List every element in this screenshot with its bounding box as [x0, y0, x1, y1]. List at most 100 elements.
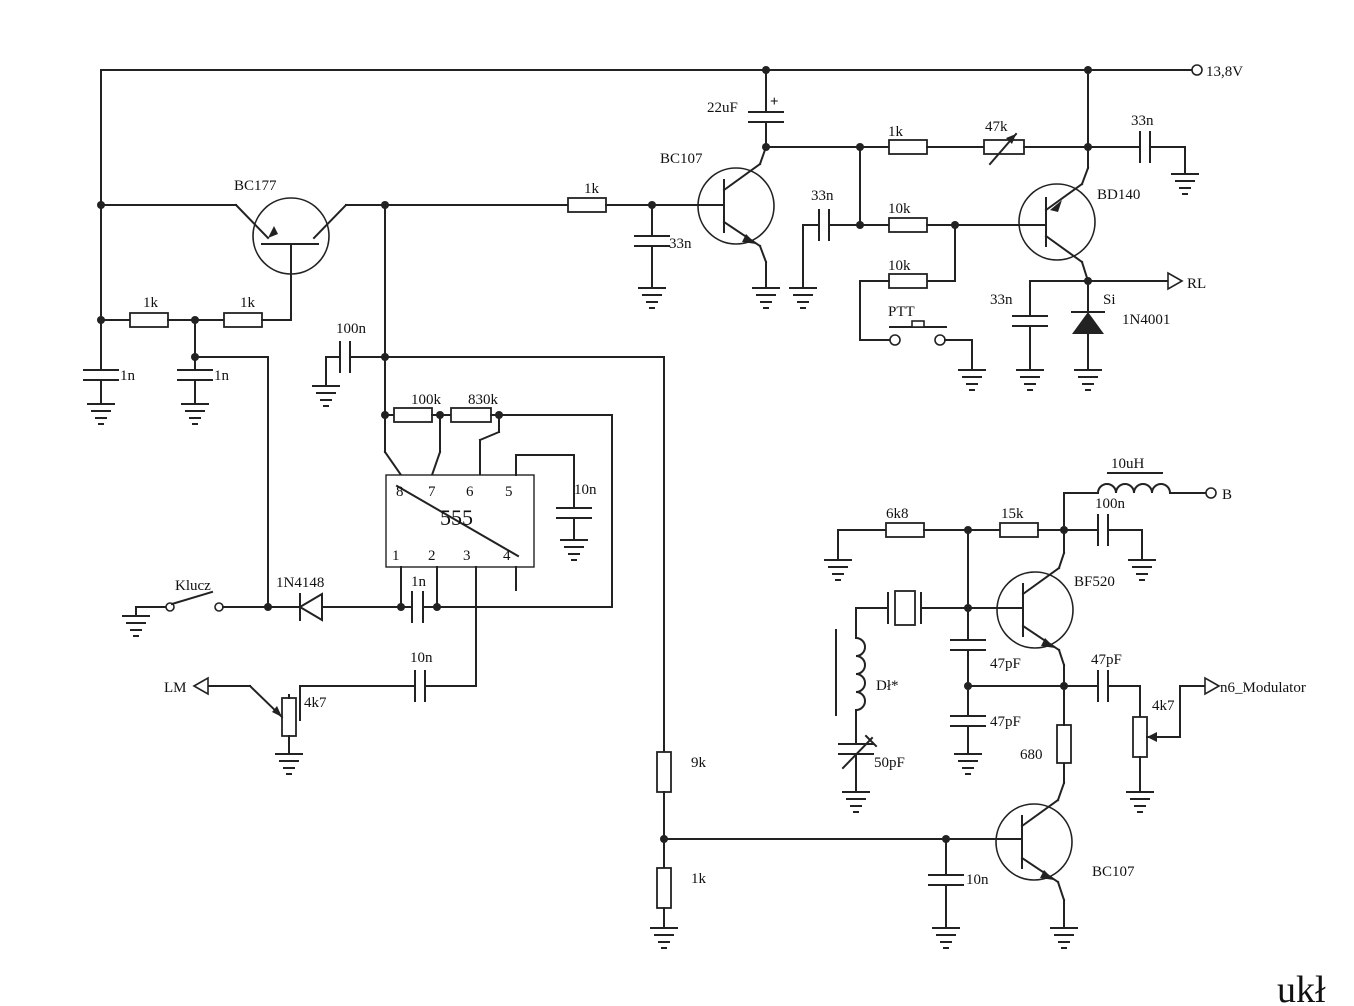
resistor-1k-bc107-in: [567, 197, 607, 213]
ground-icon: [560, 539, 588, 561]
ic-pin-7: 7: [428, 484, 436, 500]
transistor-bd140: BD140: [1018, 182, 1140, 264]
label-pot-mod: 4k7: [1152, 698, 1175, 714]
ground-icon: [638, 287, 666, 309]
label-r-6k8: 6k8: [886, 506, 909, 522]
ground-icon: [932, 927, 960, 949]
ic-pin-8: 8: [396, 484, 404, 500]
transistor-bc107-bottom: BC107: [995, 798, 1135, 884]
ic-pin-3: 3: [463, 548, 471, 564]
label-c-33n-mid: 33n: [811, 188, 834, 204]
label-bf520: BF520: [1074, 574, 1115, 590]
label-klucz: Klucz: [175, 578, 211, 594]
ic-pin-6: 6: [466, 484, 474, 500]
label-r-10k-b: 10k: [888, 258, 911, 274]
label-r-830k: 830k: [468, 392, 499, 408]
label-lm: LM: [164, 680, 187, 696]
switch-klucz: Klucz: [135, 578, 224, 612]
label-c-47pf-b: 47pF: [990, 714, 1021, 730]
resistor-10k-b: [888, 273, 928, 289]
ic-pin-2: 2: [428, 548, 436, 564]
label-si: Si: [1103, 292, 1116, 308]
resistor-9k: [656, 751, 672, 793]
transistor-bc177: BC177: [100, 178, 348, 321]
resistor-100k: [393, 407, 433, 423]
corner-text: ukł: [1277, 969, 1326, 1006]
ground-icon: [1016, 369, 1044, 391]
label-r-bias-right: 1k: [240, 295, 256, 311]
potentiometer-4k7-lm: 4k7: [281, 694, 327, 753]
resistor-10k-a: [888, 217, 928, 233]
transistor-bf520: BF520: [996, 566, 1115, 652]
ground-icon: [87, 403, 115, 425]
supply-rail: 13,8V: [100, 64, 1243, 80]
label-r-15k: 15k: [1001, 506, 1024, 522]
resistor-1k-bottom: [656, 867, 672, 909]
bc107-driver-section: 1k 33n BC107 + 22uF: [567, 69, 890, 309]
ground-icon: [1050, 927, 1078, 949]
label-bc107-bottom: BC107: [1092, 864, 1135, 880]
potentiometer-47k: 47k: [983, 119, 1025, 166]
ground-icon: [842, 791, 870, 813]
label-c-33n-rl: 33n: [990, 292, 1013, 308]
label-ptt: PTT: [888, 304, 915, 320]
ground-icon: [312, 385, 340, 407]
label-1n4001: 1N4001: [1122, 312, 1170, 328]
label-ind-10uh: 10uH: [1111, 456, 1145, 472]
ic-pin-5: 5: [505, 484, 513, 500]
resistor-830k: [450, 407, 492, 423]
resistor-1k-bias-left: [129, 312, 169, 328]
label-c-100n-b: 100n: [1095, 496, 1126, 512]
resistor-15k: [999, 522, 1039, 538]
label-c-left-2: 1n: [214, 368, 230, 384]
label-r-bc177-in: 1k: [584, 181, 600, 197]
label-r-1k-top: 1k: [888, 124, 904, 140]
label-rl: RL: [1187, 276, 1206, 292]
ground-icon: [1074, 369, 1102, 391]
ground-icon: [824, 559, 852, 581]
ground-icon: [650, 927, 678, 949]
label-c-50pf: 50pF: [874, 755, 905, 771]
resistor-1k-top: [888, 139, 928, 155]
label-r-10k-a: 10k: [888, 201, 911, 217]
ground-icon: [122, 615, 150, 637]
coil-dl: Dł*: [835, 629, 899, 716]
diode-1n4148: 1N4148: [276, 575, 324, 622]
switch-ptt: PTT: [888, 304, 947, 346]
label-b: B: [1222, 487, 1232, 503]
ground-icon: [181, 403, 209, 425]
ic-pin-1: 1: [392, 548, 400, 564]
label-1n4148: 1N4148: [276, 575, 324, 591]
label-c-33n-bc107: 33n: [669, 236, 692, 252]
crystal-icon: [887, 590, 922, 626]
resistor-680: [1056, 724, 1072, 764]
resistor-6k8: [885, 522, 925, 538]
label-bc177: BC177: [234, 178, 277, 194]
label-bd140: BD140: [1097, 187, 1140, 203]
label-c-33n-top-right: 33n: [1131, 113, 1154, 129]
ground-icon: [1171, 173, 1199, 195]
diode-1n4001: Si 1N4001: [1071, 280, 1170, 369]
ground-icon: [789, 287, 817, 309]
label-bc107-top: BC107: [660, 151, 703, 167]
label-c-22uf: 22uF: [707, 100, 738, 116]
ground-icon: [954, 753, 982, 775]
ic-pin-4: 4: [503, 548, 511, 564]
transistor-bc107-top: BC107: [660, 151, 775, 248]
label-r-9k: 9k: [691, 755, 707, 771]
ground-icon: [1128, 559, 1156, 581]
label-c-10n-lm: 10n: [410, 650, 433, 666]
label-modulator: n6_Modulator: [1220, 680, 1306, 696]
potentiometer-4k7-mod: 4k7: [1132, 698, 1175, 758]
resistor-1k-bias-right: [223, 312, 263, 328]
label-r-1k-bottom: 1k: [691, 871, 707, 887]
label-c-1n-trig: 1n: [411, 574, 427, 590]
label-c-10n-bc107: 10n: [966, 872, 989, 888]
polarity-plus-icon: +: [770, 94, 779, 110]
left-section: BC177 1k 1k 1n 1n: [83, 69, 665, 775]
label-c-47pf-a: 47pF: [990, 656, 1021, 672]
label-pot-lm: 4k7: [304, 695, 327, 711]
label-coil: Dł*: [876, 678, 899, 694]
label-r-680: 680: [1020, 747, 1043, 763]
